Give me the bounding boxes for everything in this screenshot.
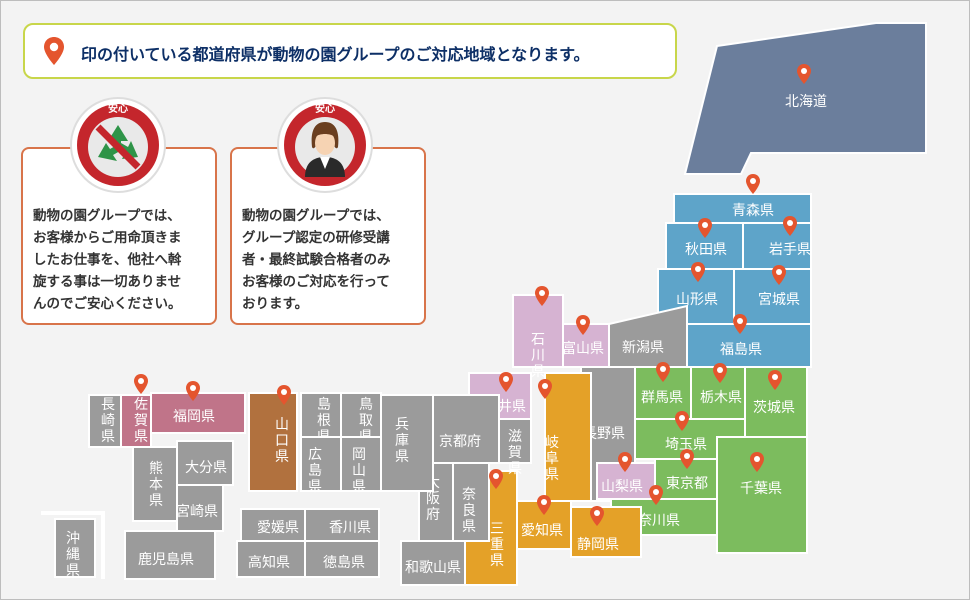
prefecture-label: 高知県: [248, 554, 290, 571]
okinawa-inset-frame: [41, 511, 105, 579]
badge-label: 安心: [108, 102, 128, 115]
prefecture-label: 山口県: [275, 417, 289, 465]
prefecture-shape: [683, 22, 927, 175]
prefecture-label: 長野県: [583, 426, 625, 442]
prefecture-label: 群馬県: [641, 390, 683, 406]
prefecture-label: 福島県: [720, 342, 762, 358]
map-pin-icon: [772, 265, 786, 285]
prefecture-shape: [544, 372, 592, 502]
prefecture-label: 大分県: [185, 460, 227, 476]
prefecture-label: 宮崎県: [176, 504, 218, 520]
map-pin-icon: [733, 314, 747, 334]
prefecture-label: 三重県: [490, 521, 504, 569]
map-pin-icon: [590, 506, 604, 526]
prefecture-label: 沖縄県: [66, 531, 80, 579]
map-pin-icon: [656, 362, 670, 382]
map-pin-icon: [750, 452, 764, 472]
prefecture-shape: [570, 506, 642, 558]
prefecture-label: 鹿児島県: [138, 551, 194, 568]
map-pin-icon: [535, 286, 549, 306]
prefecture-label: 青森県: [732, 203, 774, 219]
prefecture-shape: [300, 436, 342, 492]
prefecture-label: 山梨県: [601, 479, 643, 495]
prefecture-label: 愛媛県: [257, 520, 299, 536]
map-pin-icon: [713, 363, 727, 383]
prefecture-label: 兵庫県: [395, 417, 409, 465]
map-pin-icon: [768, 370, 782, 390]
map-pin-icon: [499, 372, 513, 392]
map-pin-icon: [675, 411, 689, 431]
prefecture-label: 広島県: [308, 447, 322, 495]
prefecture-label: 徳島県: [323, 555, 365, 571]
prefecture-shape: [176, 484, 224, 532]
map-pin-icon: [538, 379, 552, 399]
no-subcontract-card: 動物の園グループでは、 お客様からご用命頂きま したお仕事を、他社へ斡 旋する事…: [21, 147, 217, 325]
map-pin-icon: [649, 485, 663, 505]
prefecture-label: 富山県: [562, 340, 604, 357]
staff-avatar-icon: 安心: [277, 97, 373, 193]
prefecture-label: 東京都: [666, 476, 708, 492]
prefecture-shape: [54, 518, 96, 578]
map-pin-icon: [44, 37, 64, 65]
coverage-notice: 印の付いている都道府県が動物の園グループのご対応地域となります。: [23, 23, 677, 79]
prefecture-shape: [400, 540, 466, 586]
prefecture-label: 石川県: [531, 332, 545, 380]
prefecture-label: 北海道: [785, 94, 827, 110]
map-pin-icon: [746, 174, 760, 194]
prefecture-label: 栃木県: [700, 390, 742, 406]
recycle-prohibited-icon: 安心: [70, 97, 166, 193]
prefecture-label: 愛知県: [521, 522, 563, 539]
badge-label: 安心: [315, 102, 335, 115]
prefecture-label: 埼玉県: [665, 437, 707, 453]
map-pin-icon: [134, 374, 148, 394]
prefecture-label: 秋田県: [685, 242, 727, 258]
prefecture-shape: [608, 304, 688, 368]
notice-text: 印の付いている都道府県が動物の園グループのご対応地域となります。: [81, 45, 590, 64]
map-pin-icon: [537, 495, 551, 515]
prefecture-label: 佐賀県: [134, 397, 148, 445]
prefecture-shape: [248, 392, 298, 492]
prefecture-label: 宮城県: [758, 292, 800, 308]
map-pin-icon: [618, 452, 632, 472]
map-pin-icon: [489, 469, 503, 489]
prefecture-label: 千葉県: [740, 481, 782, 497]
prefecture-label: 茨城県: [753, 400, 795, 416]
no-subcontract-text: 動物の園グループでは、 お客様からご用命頂きま したお仕事を、他社へ斡 旋する事…: [33, 208, 182, 312]
certified-staff-card: 動物の園グループでは、 グループ認定の研修受講 者・最終試験合格者のみ お客様の…: [230, 147, 426, 325]
prefecture-label: 奈良県: [462, 487, 476, 535]
prefecture-label: 福岡県: [173, 409, 215, 425]
prefecture-shape: [124, 530, 216, 580]
map-pin-icon: [783, 216, 797, 236]
prefecture-label: 京都府: [439, 434, 481, 450]
prefecture-label: 岐阜県: [545, 435, 559, 483]
prefecture-shape: [88, 394, 122, 448]
prefecture-label: 長崎県: [101, 397, 115, 445]
map-pin-icon: [186, 381, 200, 401]
prefecture-label: 山形県: [676, 292, 718, 308]
map-pin-icon: [680, 449, 694, 469]
prefecture-label: 和歌山県: [405, 560, 461, 576]
prefecture-label: 岩手県: [769, 242, 811, 258]
prefecture-shape: [432, 394, 500, 464]
prefecture-label: 岡山県: [352, 447, 366, 495]
map-pin-icon: [691, 262, 705, 282]
map-pin-icon: [797, 64, 811, 84]
map-pin-icon: [576, 315, 590, 335]
map-pin-icon: [698, 218, 712, 238]
prefecture-label: 香川県: [329, 520, 371, 536]
prefecture-shape: [452, 462, 490, 542]
map-pin-icon: [277, 385, 291, 405]
prefecture-label: 熊本県: [149, 461, 163, 509]
prefecture-shape: [236, 540, 306, 578]
prefecture-label: 新潟県: [622, 340, 664, 356]
certified-staff-text: 動物の園グループでは、 グループ認定の研修受講 者・最終試験合格者のみ お客様の…: [242, 208, 391, 312]
prefecture-label: 滋賀県: [508, 429, 522, 477]
prefecture-label: 静岡県: [577, 537, 619, 553]
